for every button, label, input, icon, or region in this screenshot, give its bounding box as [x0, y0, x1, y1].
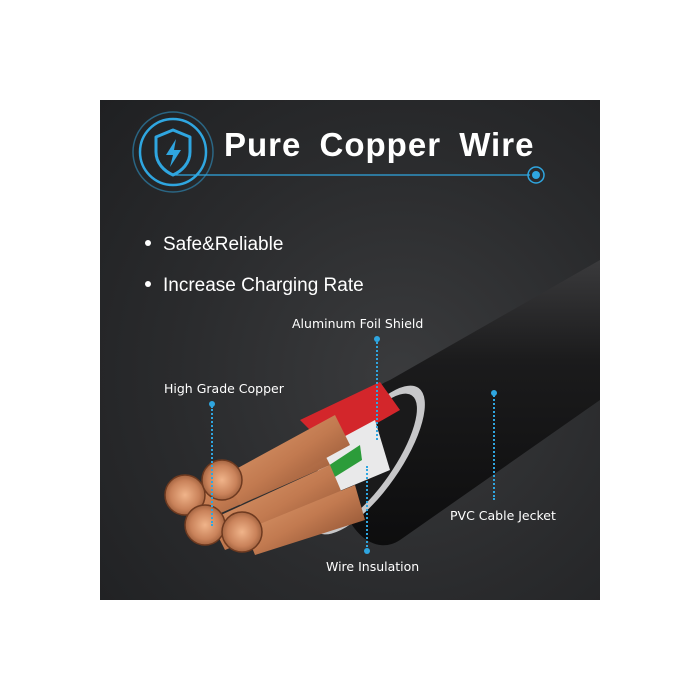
- label-pvc-jacket: PVC Cable Jecket: [450, 508, 556, 523]
- page-title: Pure Copper Wire: [224, 126, 535, 163]
- label-aluminum-foil: Aluminum Foil Shield: [292, 316, 424, 331]
- product-panel: Pure Copper Wire Safe&Reliable Increase …: [100, 100, 600, 600]
- leader-line: [211, 406, 215, 526]
- leader-dot: [364, 548, 370, 554]
- leader-dot: [491, 390, 497, 396]
- cable-illustration: [164, 260, 600, 555]
- label-high-grade-copper: High Grade Copper: [164, 381, 284, 396]
- bullet-text: Increase Charging Rate: [163, 275, 364, 296]
- bullet-dot: [145, 280, 151, 287]
- leader-dot: [374, 336, 380, 342]
- bullet-text: Safe&Reliable: [163, 234, 284, 255]
- leader-line: [493, 392, 497, 500]
- leader-line: [366, 466, 370, 551]
- bullet-item: Increase Charging Rate: [145, 275, 364, 297]
- leader-line: [376, 342, 380, 440]
- header-graphic: [132, 111, 545, 193]
- label-wire-insulation: Wire Insulation: [326, 559, 420, 574]
- bullet-item: Safe&Reliable: [145, 234, 283, 256]
- shield-lightning-icon: [154, 128, 192, 177]
- leader-dot: [209, 401, 215, 407]
- bullet-dot: [145, 239, 151, 246]
